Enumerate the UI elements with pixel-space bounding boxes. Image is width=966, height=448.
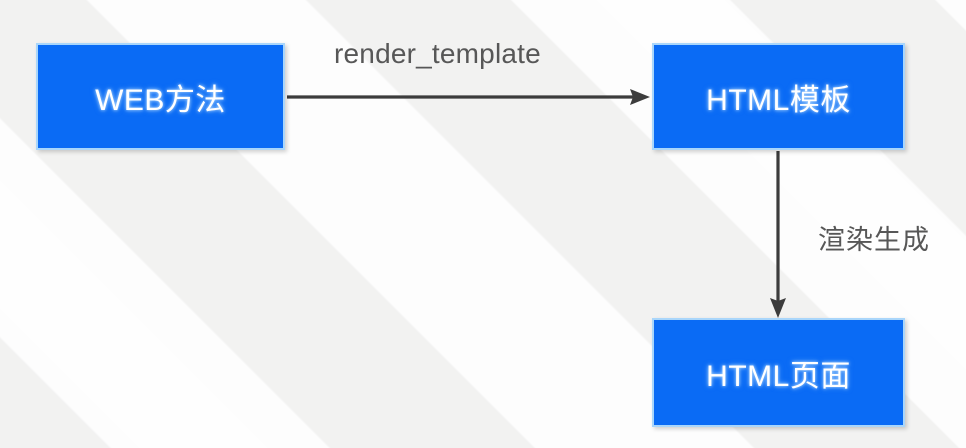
node-html-template[interactable]: HTML模板 xyxy=(652,43,905,150)
edge-label-render-template: render_template xyxy=(334,38,541,69)
node-web-method[interactable]: WEB方法 xyxy=(36,43,285,150)
edge-template-to-page xyxy=(770,151,786,318)
edge-label-render-generate: 渲染生成 xyxy=(818,225,930,255)
node-html-page-label: HTML页面 xyxy=(706,359,851,393)
node-html-template-label: HTML模板 xyxy=(706,83,851,117)
edge-web-to-template xyxy=(287,89,650,105)
node-html-page[interactable]: HTML页面 xyxy=(652,318,905,427)
node-web-method-label: WEB方法 xyxy=(95,83,226,117)
